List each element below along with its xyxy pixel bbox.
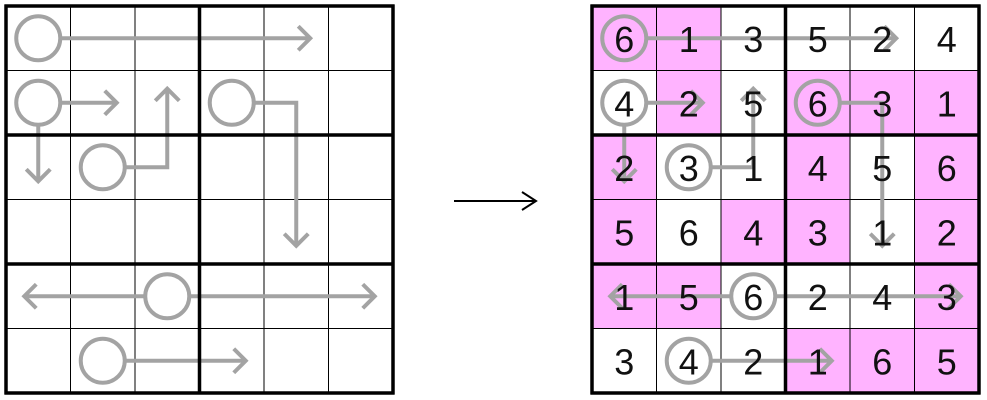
solution-digit: 3 xyxy=(679,148,699,189)
puzzle-cell[interactable] xyxy=(328,70,394,136)
solution-digit: 2 xyxy=(937,212,957,253)
puzzle-cell[interactable] xyxy=(199,135,265,200)
solution-digit: 5 xyxy=(872,148,892,189)
puzzle-cell[interactable] xyxy=(70,199,136,265)
arrow-circle xyxy=(600,14,649,63)
solution-digit: 3 xyxy=(614,341,634,382)
solution-cell xyxy=(914,328,979,393)
solution-digit: 4 xyxy=(743,212,763,253)
puzzle-cell[interactable] xyxy=(328,199,394,265)
solution-cell xyxy=(914,199,979,264)
arrow-circle xyxy=(664,143,713,192)
arrow-circle xyxy=(664,336,713,385)
puzzle-cell[interactable] xyxy=(6,328,71,394)
arrowhead-icon xyxy=(818,347,835,375)
arrowhead-icon xyxy=(153,85,181,103)
arrowhead-icon xyxy=(21,282,38,310)
solution-digit: 6 xyxy=(743,277,763,318)
solution-cell xyxy=(592,199,657,264)
solution-digit: 3 xyxy=(743,19,763,60)
solution-digit: 2 xyxy=(808,277,828,318)
solution-cell xyxy=(785,199,850,264)
arrowhead-icon xyxy=(882,24,900,52)
arrowhead-icon xyxy=(24,167,52,185)
arrowhead-icon xyxy=(232,347,249,375)
solution-digit: 5 xyxy=(679,277,699,318)
solution-cell xyxy=(721,199,786,264)
solution-digit: 6 xyxy=(679,212,699,253)
solution-digit: 5 xyxy=(614,212,634,253)
solution-digits: 6 1 3 5 2 4 4 2 5 6 3 1 2 3 1 4 5 6 5 6 4 3 1 2 1 5 6 2 4 3 3 4 2 1 6 5 xyxy=(614,19,957,383)
solution-digit: 1 xyxy=(679,19,699,60)
solution-digit: 2 xyxy=(614,148,634,189)
solution-digit: 3 xyxy=(872,83,892,124)
arrowhead-icon xyxy=(361,282,378,310)
solution-digit: 5 xyxy=(743,83,763,124)
arrow-circle xyxy=(78,143,127,192)
puzzle-grid xyxy=(4,4,395,395)
solution-arrows xyxy=(600,14,964,385)
solution-thick-lines xyxy=(590,4,981,395)
arrow-line xyxy=(124,88,170,170)
solution-digit: 1 xyxy=(614,277,634,318)
solution-cell xyxy=(850,328,915,393)
arrowhead-icon xyxy=(296,24,314,52)
arrowhead-icon xyxy=(689,89,706,117)
arrow-line xyxy=(839,100,885,246)
puzzle-cell[interactable] xyxy=(6,199,71,265)
solution-digit: 4 xyxy=(808,148,828,189)
solution-digit: 1 xyxy=(937,83,957,124)
solution-digit: 3 xyxy=(808,212,828,253)
arrowhead-icon xyxy=(282,232,310,249)
puzzle-cell[interactable] xyxy=(199,199,265,265)
puzzle-cell[interactable] xyxy=(264,328,329,394)
solution-cell xyxy=(592,328,657,393)
solution-digit: 5 xyxy=(808,19,828,60)
solution-digit: 2 xyxy=(872,19,892,60)
solution-digit: 6 xyxy=(872,341,892,382)
solution-digit: 1 xyxy=(872,212,892,253)
solution-digit: 1 xyxy=(808,341,828,382)
puzzle-thick-lines xyxy=(4,4,395,395)
arrow-circle xyxy=(78,336,127,385)
puzzle-cell[interactable] xyxy=(135,199,200,265)
solution-digit: 6 xyxy=(614,19,634,60)
solution-cell xyxy=(656,199,721,264)
arrow-circle xyxy=(793,78,842,127)
solution-cell xyxy=(914,6,979,71)
solution-digit: 6 xyxy=(937,148,957,189)
arrow-circle xyxy=(14,14,63,63)
solution-digit: 4 xyxy=(614,83,634,124)
arrowhead-icon xyxy=(103,89,120,117)
arrowhead-icon xyxy=(868,232,896,249)
arrow-line xyxy=(253,100,299,246)
solution-cell xyxy=(914,135,979,200)
solution-digit: 1 xyxy=(743,148,763,189)
arrowhead-icon xyxy=(610,167,638,185)
solution-digit: 6 xyxy=(808,83,828,124)
puzzle-cell[interactable] xyxy=(328,6,394,71)
solution-digit: 4 xyxy=(679,341,699,382)
solution-cell xyxy=(785,135,850,200)
arrowhead-icon xyxy=(947,282,964,310)
puzzle-cell[interactable] xyxy=(328,328,394,394)
solution-digit: 5 xyxy=(937,341,957,382)
solution-grid: 6 1 3 5 2 4 4 2 5 6 3 1 2 3 1 4 5 6 5 6 4 3 1 2 1 5 6 2 4 3 3 4 2 1 6 5 xyxy=(590,4,981,395)
solution-digit: 4 xyxy=(872,277,892,318)
puzzle-cell[interactable] xyxy=(328,135,394,200)
solution-cell xyxy=(914,70,979,135)
solution-digit: 2 xyxy=(679,83,699,124)
solution-digit: 3 xyxy=(937,277,957,318)
arrowhead-icon xyxy=(607,282,624,310)
transform-arrow-icon xyxy=(454,191,538,211)
arrowhead-icon xyxy=(739,85,767,103)
solution-digit: 4 xyxy=(937,19,957,60)
arrow-circle xyxy=(207,78,256,127)
arrow-line xyxy=(710,88,756,170)
solution-digit: 2 xyxy=(743,341,763,382)
puzzle-arrows xyxy=(14,14,378,385)
